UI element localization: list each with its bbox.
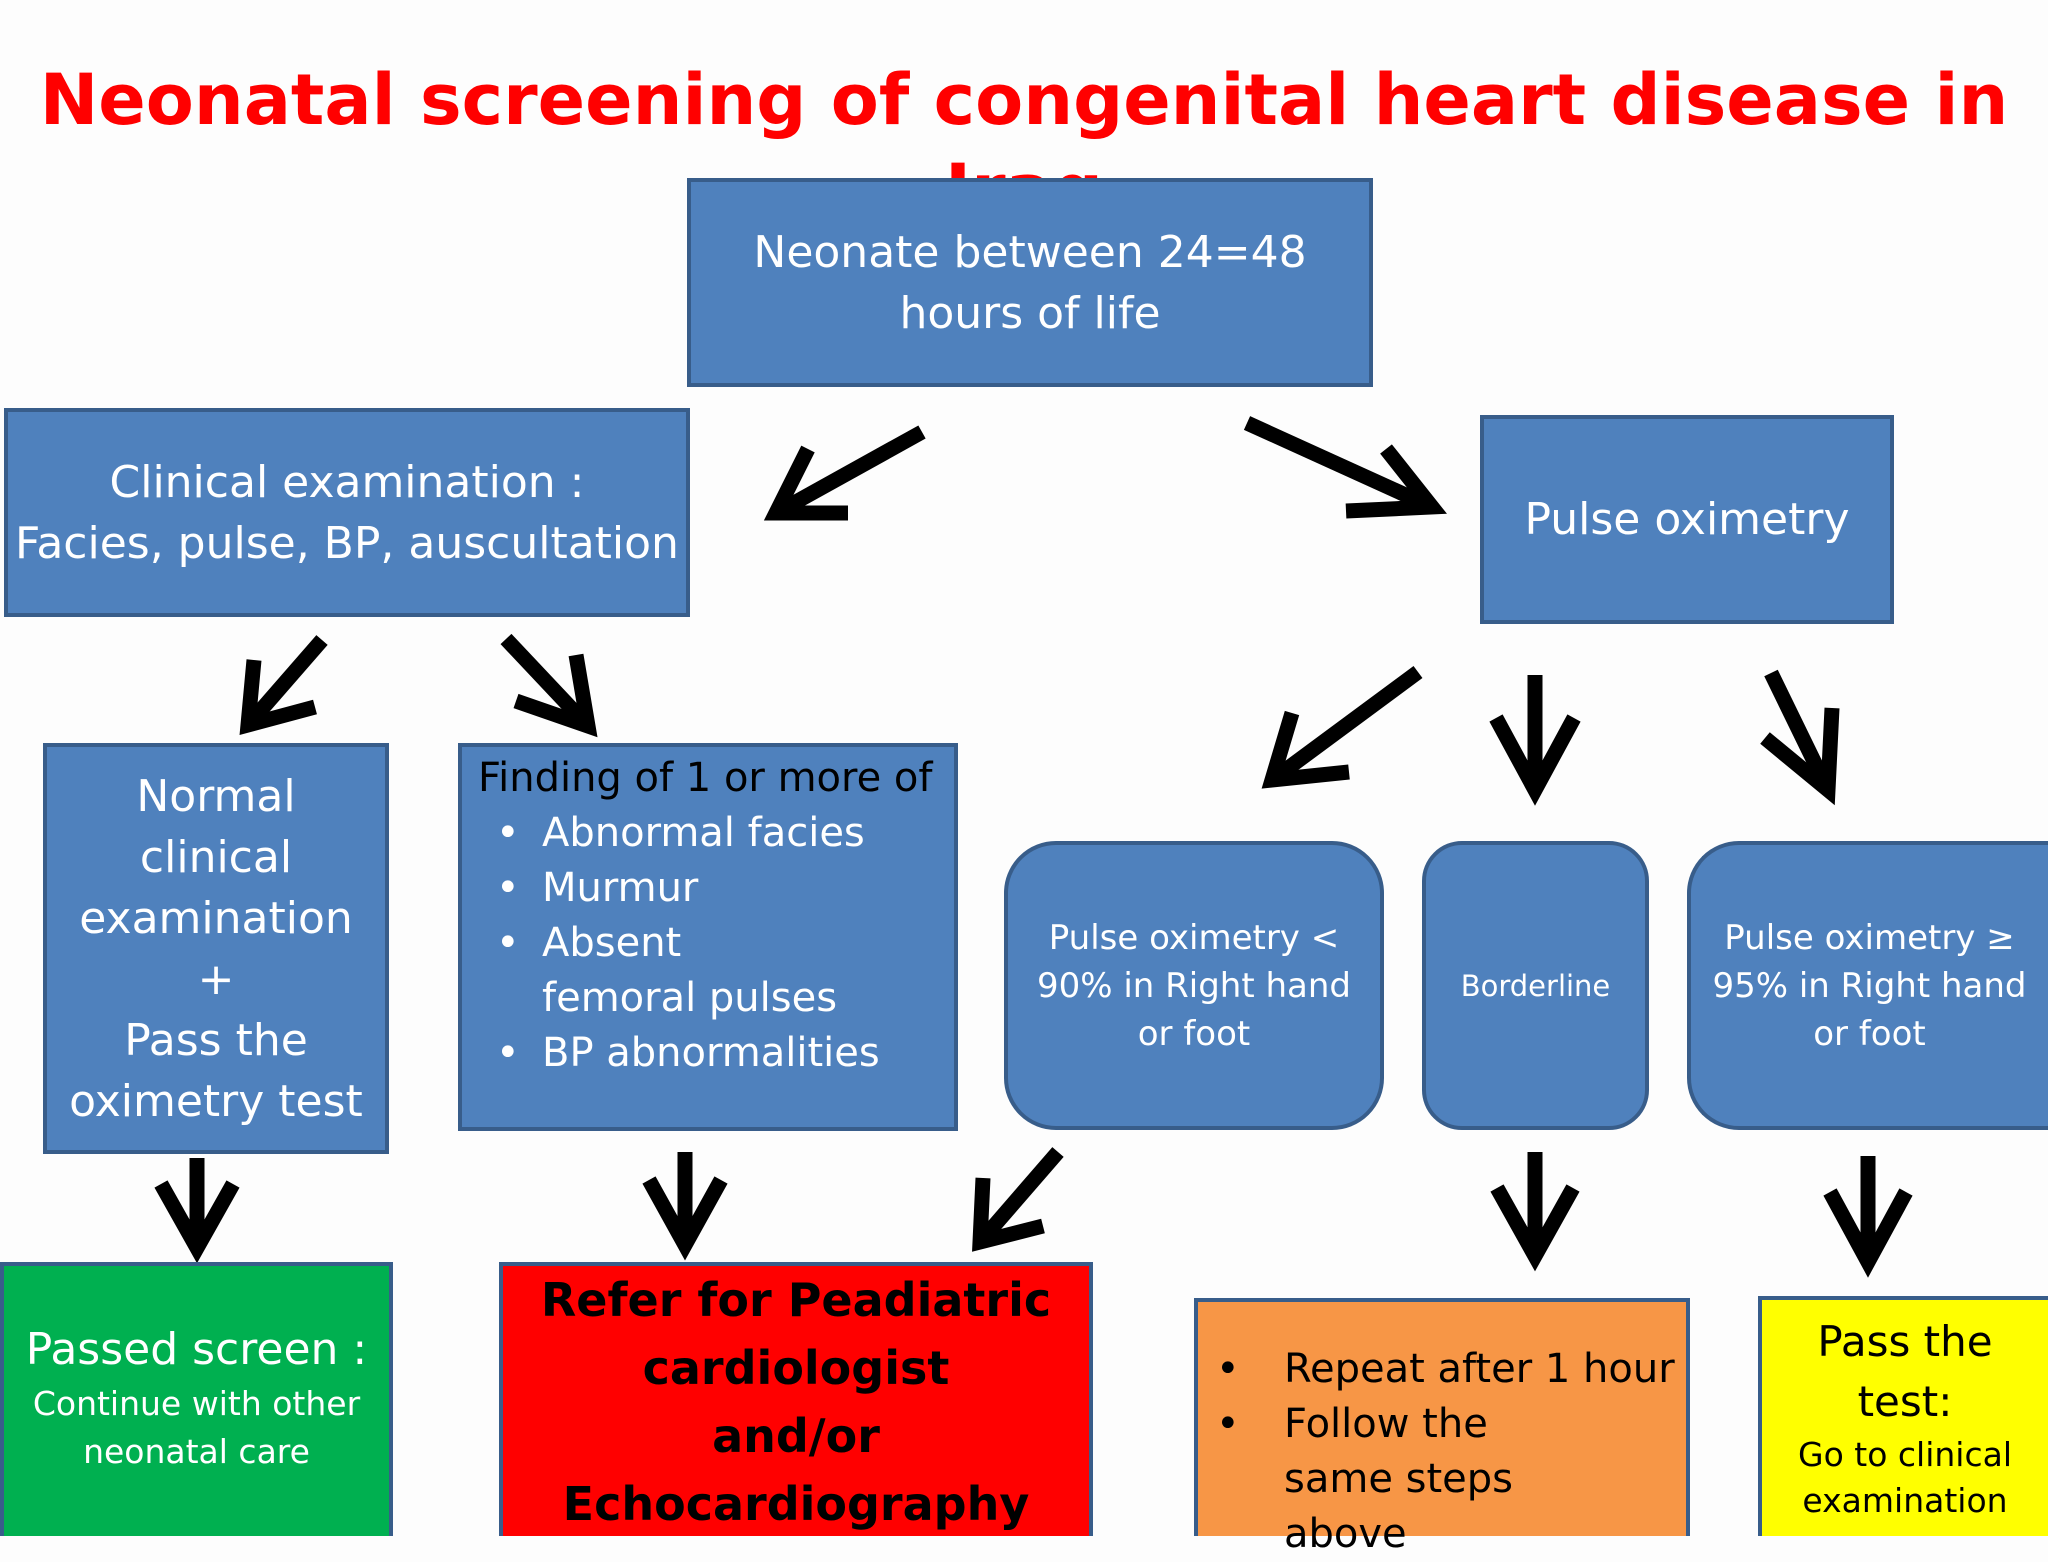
clinical-examination-node: Clinical examination : Facies, pulse, BP… xyxy=(4,408,690,617)
arrow-pulse-ox-to-high xyxy=(1760,669,1840,806)
refer-node: Refer for Peadiatric cardiologist and/or… xyxy=(499,1262,1093,1536)
pass-test-node: Pass the test: Go to clinical examinatio… xyxy=(1758,1296,2048,1536)
arrow-pulse-ox-to-borderline xyxy=(1489,675,1581,806)
findings-list: Abnormal facies Murmur Absent femoral pu… xyxy=(478,806,880,1081)
high-saturation-node: Pulse oximetry ≥ 95% in Right hand or fo… xyxy=(1687,841,2048,1130)
list-item: Follow the same steps above xyxy=(1198,1397,1584,1562)
repeat-list: Repeat after 1 hour Follow the same step… xyxy=(1198,1342,1675,1562)
low-saturation-node: Pulse oximetry < 90% in Right hand or fo… xyxy=(1004,841,1384,1130)
pulse-oximetry-node: Pulse oximetry xyxy=(1480,415,1894,624)
findings-node: Finding of 1 or more of Abnormal facies … xyxy=(458,743,958,1131)
arrow-findings-to-refer xyxy=(642,1152,728,1261)
repeat-node: Repeat after 1 hour Follow the same step… xyxy=(1194,1298,1690,1557)
arrow-borderline-to-repeat xyxy=(1490,1152,1580,1272)
normal-examination-node: Normal clinical examination + Pass the o… xyxy=(43,743,389,1154)
arrow-low-to-refer xyxy=(972,1147,1064,1252)
arrow-clinical-to-findings xyxy=(500,633,598,738)
borderline-node: Borderline xyxy=(1422,841,1649,1130)
arrow-clinical-to-normal xyxy=(239,635,328,736)
arrow-pulse-ox-to-low xyxy=(1261,665,1423,789)
passed-screen-node: Passed screen : Continue with other neon… xyxy=(0,1262,393,1536)
list-item: Murmur xyxy=(478,861,880,916)
list-item: Absent femoral pulses xyxy=(478,916,842,1026)
arrow-start-to-clinical xyxy=(763,425,926,521)
list-item: BP abnormalities xyxy=(478,1026,880,1081)
findings-heading: Finding of 1 or more of xyxy=(478,755,933,801)
arrow-high-to-pass-test xyxy=(1823,1156,1913,1278)
arrow-normal-to-passed xyxy=(154,1158,240,1264)
start-node: Neonate between 24=48 hours of life xyxy=(687,178,1373,387)
arrow-start-to-pulse-ox xyxy=(1243,416,1447,519)
list-item: Repeat after 1 hour xyxy=(1198,1342,1675,1397)
list-item: Abnormal facies xyxy=(478,806,880,861)
